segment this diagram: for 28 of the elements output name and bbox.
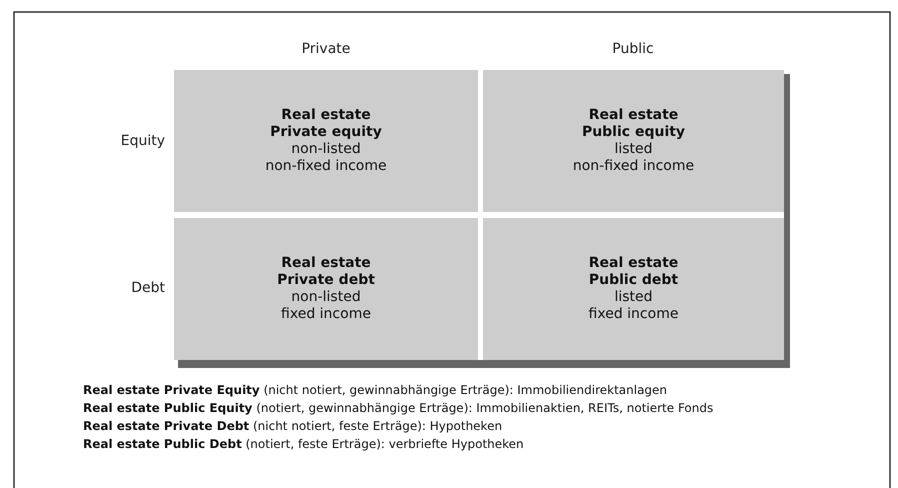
cell-heading: Private debt	[277, 272, 375, 289]
cell-heading: Real estate	[588, 255, 678, 272]
footnote: Real estate Private Equity (nicht notiert, gewinnabhängige Erträge): Immobiliendirektanlagen	[83, 383, 668, 397]
cell-text: non-fixed income	[572, 158, 694, 175]
cell-text: listed	[614, 141, 653, 158]
footnote: Real estate Private Debt (nicht notiert, feste Erträge): Hypotheken	[83, 419, 502, 433]
column-header: Public	[612, 41, 654, 57]
cell-text: fixed income	[281, 306, 371, 323]
footnote: Real estate Public Debt (notiert, feste Erträge): verbriefte Hypotheken	[83, 437, 524, 451]
cell-text: non-listed	[291, 289, 361, 306]
row-header: Debt	[131, 280, 165, 296]
footnote: Real estate Public Equity (notiert, gewinnabhängige Erträge): Immobilienaktien, REITs, notierte Fonds	[83, 401, 714, 415]
matrix-cell	[174, 218, 478, 360]
cell-heading: Private equity	[270, 124, 382, 141]
column-header: Private	[302, 41, 350, 57]
matrix-cell	[174, 70, 478, 212]
cell-heading: Public debt	[588, 272, 678, 289]
matrix-cell	[483, 218, 784, 360]
cell-text: listed	[614, 289, 653, 306]
cell-text: non-listed	[291, 141, 361, 158]
cell-text: non-fixed income	[265, 158, 387, 175]
matrix-cell	[483, 70, 784, 212]
cell-heading: Public equity	[582, 124, 686, 141]
cell-heading: Real estate	[281, 255, 371, 272]
cell-heading: Real estate	[588, 107, 678, 124]
row-header: Equity	[120, 133, 165, 149]
cell-text: fixed income	[588, 306, 678, 323]
cell-heading: Real estate	[281, 107, 371, 124]
